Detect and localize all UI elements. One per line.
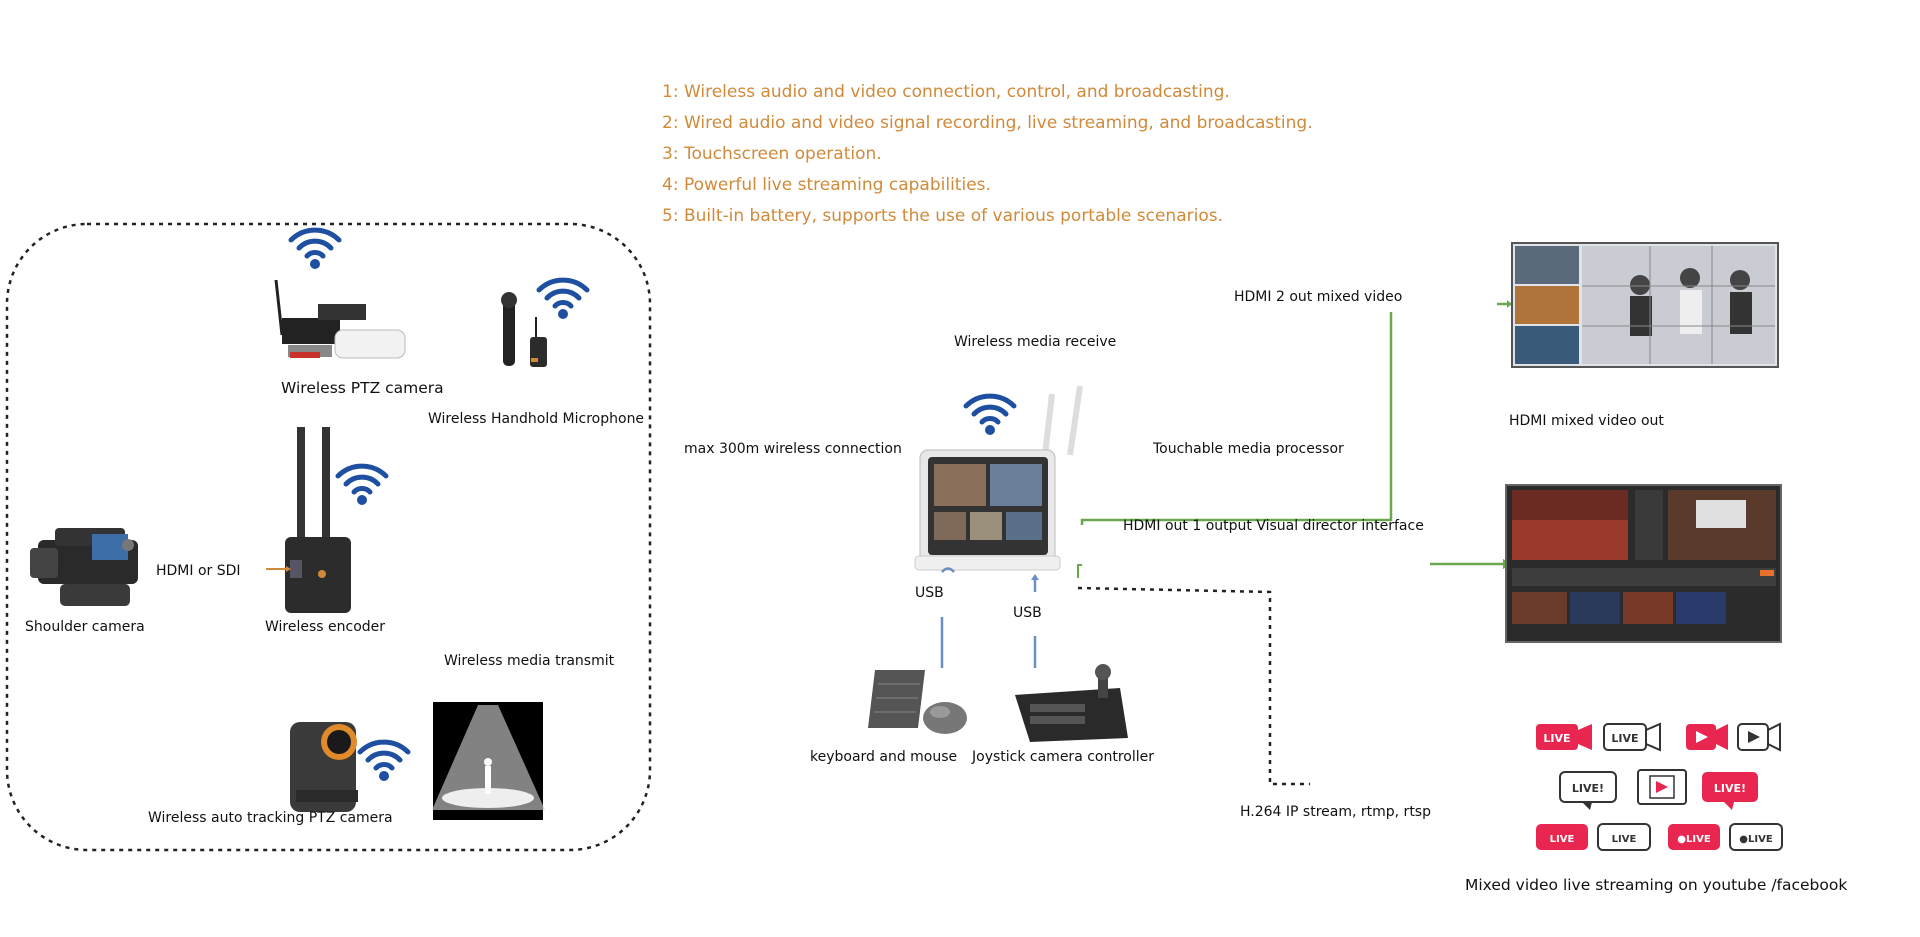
ip-stream-line [1077, 586, 1310, 786]
live-badge-icon [1737, 722, 1781, 752]
live-badge-icon: ●LIVE [1729, 823, 1783, 851]
live-badge-text: LIVE [1550, 834, 1575, 845]
label-wireless-encoder: Wireless encoder [265, 619, 386, 635]
label-hdmi2-out: HDMI 2 out mixed video [1234, 289, 1403, 305]
live-badge-icon: ●LIVE [1668, 824, 1720, 850]
label-keyboard-mouse: keyboard and mouse [810, 749, 958, 765]
live-badge-icon: LIVE [1603, 722, 1661, 752]
hdmi-2-line [1080, 312, 1393, 525]
live-badge-icon [1637, 769, 1687, 805]
label-media-transmit: Wireless media transmit [444, 653, 615, 669]
tracking-camera-icon [290, 722, 408, 812]
feature-1: 1: Wireless audio and video connection, … [662, 82, 1230, 102]
live-badge-text: ●LIVE [1739, 834, 1773, 845]
ptz-camera-icon [274, 230, 406, 359]
feature-3: 3: Touchscreen operation. [662, 144, 882, 164]
live-badge-icon: LIVE [1536, 724, 1592, 750]
live-badges-group: LIVE LIVE LIVE! L [1536, 722, 1783, 851]
feature-4: 4: Powerful live streaming capabilities. [662, 175, 991, 195]
label-microphone: Wireless Handhold Microphone [428, 411, 645, 427]
label-joystick: Joystick camera controller [972, 749, 1155, 765]
live-badge-icon: LIVE! [1702, 772, 1758, 810]
wifi-icon [291, 230, 339, 269]
spotlight-icon [432, 702, 545, 820]
mouse-icon [923, 702, 967, 734]
label-usb-right: USB [1013, 605, 1042, 621]
live-badge-icon: LIVE! [1559, 771, 1617, 810]
live-badge-text: ●LIVE [1677, 834, 1711, 845]
label-hdmi-sdi: HDMI or SDI [156, 563, 241, 579]
label-hdmi1-out: HDMI out 1 output Visual director interf… [1123, 518, 1424, 534]
tablet-processor-icon [914, 385, 1083, 571]
wifi-icon [360, 742, 408, 781]
live-badge-text: LIVE! [1572, 782, 1604, 795]
label-hdmi-mixed-out: HDMI mixed video out [1509, 413, 1664, 429]
director-screen-icon [1505, 484, 1782, 643]
live-badge-text: LIVE! [1714, 782, 1746, 795]
label-live-streaming: Mixed video live streaming on youtube /f… [1465, 876, 1848, 894]
label-auto-tracking-camera: Wireless auto tracking PTZ camera [148, 810, 393, 826]
label-usb-left: USB [915, 585, 944, 601]
feature-2: 2: Wired audio and video signal recordin… [662, 113, 1313, 133]
live-badge-icon: LIVE [1536, 824, 1588, 850]
shoulder-camera-icon [30, 528, 138, 606]
live-badge-text: LIVE [1612, 834, 1637, 845]
wireless-zone-boundary [5, 222, 652, 852]
encoder-icon [285, 427, 386, 613]
joystick-icon [1015, 664, 1128, 742]
live-badge-icon: LIVE [1597, 823, 1651, 851]
label-wireless-range: max 300m wireless connection [684, 441, 902, 457]
live-badge-text: LIVE [1543, 732, 1570, 745]
video-wall-icon [1511, 242, 1779, 368]
wifi-icon [539, 280, 587, 319]
microphone-icon [501, 280, 587, 367]
feature-5: 5: Built-in battery, supports the use of… [662, 206, 1223, 226]
usb-connector-left [941, 567, 955, 573]
wifi-icon [338, 466, 386, 505]
wifi-icon [966, 396, 1014, 435]
hdmi-1-port [1077, 564, 1082, 578]
live-badge-text: LIVE [1611, 732, 1638, 745]
label-ptz-camera: Wireless PTZ camera [281, 379, 444, 397]
label-shoulder-camera: Shoulder camera [25, 619, 145, 635]
live-badge-icon [1686, 724, 1728, 750]
label-media-receive: Wireless media receive [954, 334, 1117, 350]
label-media-processor: Touchable media processor [1153, 441, 1344, 457]
keyboard-icon [868, 670, 925, 728]
label-ip-stream: H.264 IP stream, rtmp, rtsp [1240, 804, 1431, 820]
